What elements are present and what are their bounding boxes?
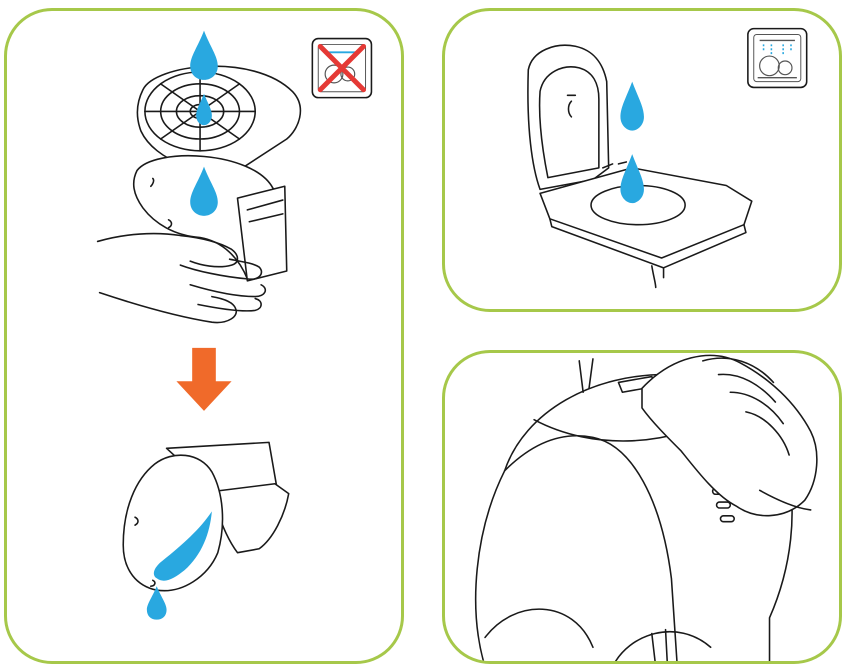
down-arrow-icon <box>176 347 232 411</box>
water-drop-icon <box>146 586 167 620</box>
water-drop-icon <box>190 30 218 80</box>
hand-wash-illustration <box>96 30 373 620</box>
water-drop-icon <box>196 93 212 126</box>
hand-wash-panel <box>4 8 404 664</box>
dishwasher-icon <box>747 27 808 89</box>
wipe-machine-panel <box>442 350 842 664</box>
filter-disc <box>136 65 302 173</box>
machine-illustration <box>474 354 818 661</box>
water-drop-icon <box>620 81 644 131</box>
dishwasher-safe-panel <box>442 8 842 312</box>
hand-holding <box>96 232 267 324</box>
drip-tray-illustration <box>527 27 808 289</box>
water-drop-icon <box>190 166 218 216</box>
water-drop-icon <box>153 511 212 581</box>
hand-icon <box>641 354 818 517</box>
no-dishwasher-icon <box>311 37 373 99</box>
capsule-holder-rinse <box>122 441 290 592</box>
capsule-holder-top <box>132 155 288 282</box>
water-drop-icon <box>620 154 644 204</box>
